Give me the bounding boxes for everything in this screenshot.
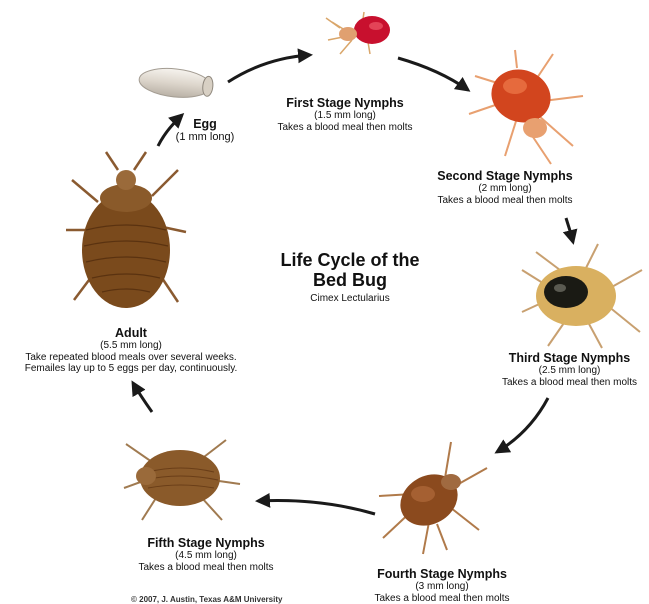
second-stage-label: Second Stage Nymphs (2 mm long) Takes a …	[415, 169, 595, 206]
adult-bed-bug-image	[62, 150, 190, 322]
adult-size: (5.5 mm long)	[0, 340, 262, 352]
fifth-stage-nymph-image	[122, 432, 242, 522]
fifth-stage-label: Fifth Stage Nymphs (4.5 mm long) Takes a…	[116, 536, 296, 573]
arrow-egg-to-first	[228, 55, 310, 82]
fifth-stage-note: Takes a blood meal then molts	[116, 562, 296, 574]
arrow-fifth-to-adult	[133, 383, 152, 412]
second-stage-name: Second Stage Nymphs	[415, 169, 595, 183]
third-stage-name: Third Stage Nymphs	[490, 351, 649, 365]
arrow-second-to-third	[566, 218, 573, 242]
first-stage-label: First Stage Nymphs (1.5 mm long) Takes a…	[255, 96, 435, 133]
egg-size: (1 mm long)	[150, 131, 260, 144]
third-stage-label: Third Stage Nymphs (2.5 mm long) Takes a…	[490, 351, 649, 388]
diagram-subtitle: Cimex Lectularius	[260, 293, 440, 304]
fourth-stage-nymph-image	[375, 438, 493, 556]
first-stage-name: First Stage Nymphs	[255, 96, 435, 110]
second-stage-nymph-image	[455, 46, 590, 166]
copyright-notice: © 2007, J. Austin, Texas A&M University	[131, 595, 282, 604]
first-stage-nymph-image	[318, 6, 396, 58]
first-stage-size: (1.5 mm long)	[255, 110, 435, 122]
adult-note-eggs: Femailes lay up to 5 eggs per day, conti…	[0, 363, 262, 375]
egg-label: Egg (1 mm long)	[150, 117, 260, 144]
arrow-third-to-fourth	[497, 398, 548, 452]
arrow-fourth-to-fifth	[258, 501, 375, 514]
adult-label: Adult (5.5 mm long) Take repeated blood …	[0, 326, 262, 375]
diagram-title-line2: Bed Bug	[260, 271, 440, 291]
fourth-stage-note: Takes a blood meal then molts	[352, 593, 532, 604]
fourth-stage-label: Fourth Stage Nymphs (3 mm long) Takes a …	[352, 567, 532, 604]
diagram-title-line1: Life Cycle of the	[260, 251, 440, 271]
fourth-stage-size: (3 mm long)	[352, 581, 532, 593]
third-stage-note: Takes a blood meal then molts	[490, 377, 649, 389]
first-stage-note: Takes a blood meal then molts	[255, 122, 435, 134]
fourth-stage-name: Fourth Stage Nymphs	[352, 567, 532, 581]
fifth-stage-name: Fifth Stage Nymphs	[116, 536, 296, 550]
third-stage-nymph-image	[518, 240, 646, 350]
diagram-title-block: Life Cycle of the Bed Bug Cimex Lectular…	[260, 251, 440, 304]
egg-image	[135, 62, 217, 104]
second-stage-size: (2 mm long)	[415, 183, 595, 195]
adult-note-feeding: Take repeated blood meals over several w…	[0, 352, 262, 364]
second-stage-note: Takes a blood meal then molts	[415, 195, 595, 207]
third-stage-size: (2.5 mm long)	[490, 365, 649, 377]
adult-name: Adult	[0, 326, 262, 340]
egg-name: Egg	[150, 117, 260, 131]
fifth-stage-size: (4.5 mm long)	[116, 550, 296, 562]
